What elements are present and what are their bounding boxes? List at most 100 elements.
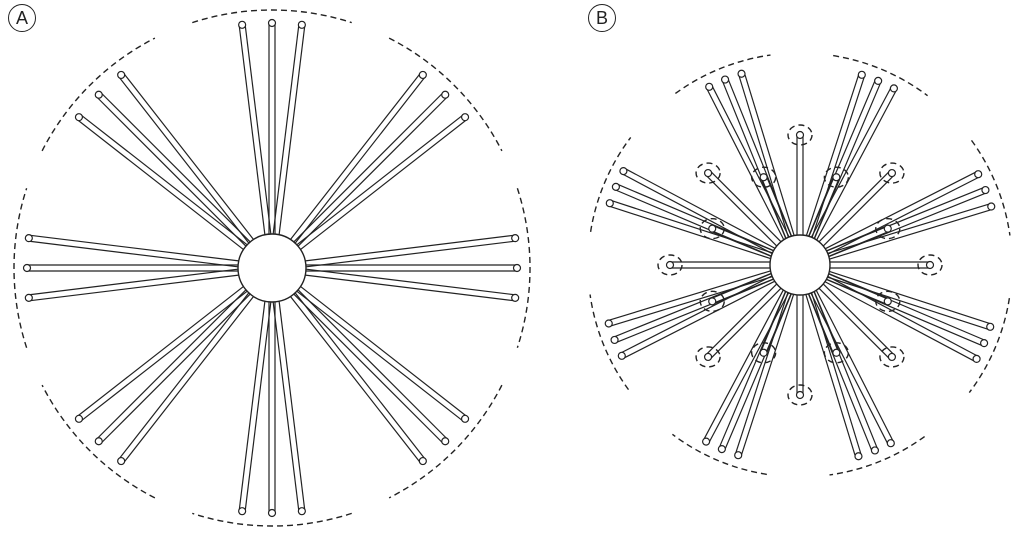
- single-tube: [705, 174, 778, 247]
- bundle-boundary: [970, 139, 1011, 236]
- tube: [306, 240, 516, 268]
- tube: [825, 170, 978, 250]
- tube: [805, 73, 860, 236]
- single-tube: [822, 174, 895, 247]
- single-tube-end: [759, 173, 768, 182]
- tube: [118, 292, 250, 460]
- tube: [244, 302, 272, 512]
- tube-end: [702, 437, 711, 446]
- tube: [829, 270, 992, 325]
- tube: [711, 85, 790, 238]
- tube: [29, 234, 239, 262]
- tube: [810, 86, 892, 238]
- tube-end: [512, 263, 522, 273]
- tube-end: [460, 414, 470, 423]
- tube-end: [987, 202, 996, 211]
- tube-end: [889, 84, 898, 93]
- single-boundary: [787, 384, 813, 406]
- single-tube-end: [883, 224, 892, 233]
- bundle-boundary: [41, 384, 156, 499]
- single-boundary: [657, 254, 683, 276]
- tube: [76, 286, 244, 417]
- tube: [294, 292, 426, 460]
- tube-end: [737, 69, 746, 78]
- tube-end: [720, 75, 730, 84]
- single-tube: [713, 225, 774, 252]
- single-tube-end: [887, 352, 897, 362]
- panel-b-diagram: [589, 54, 1011, 476]
- single-tube: [826, 278, 887, 305]
- tube-end: [617, 351, 626, 360]
- tube: [306, 268, 516, 296]
- tube: [296, 114, 464, 246]
- single-tube-end: [887, 168, 897, 178]
- single-tube: [709, 170, 782, 243]
- tube: [293, 92, 444, 243]
- tube-end: [441, 437, 450, 446]
- single-boundary: [750, 342, 777, 364]
- tube: [300, 286, 468, 417]
- tube-end: [886, 439, 895, 448]
- tube: [620, 275, 773, 354]
- single-tube-end: [703, 168, 713, 178]
- tube-end: [297, 20, 306, 29]
- tube-end: [974, 170, 983, 179]
- tube: [290, 296, 421, 464]
- single-boundary: [699, 217, 725, 240]
- tube-end: [297, 507, 306, 516]
- bundle-boundary: [192, 9, 352, 24]
- tube-end: [857, 70, 866, 79]
- tube: [294, 76, 426, 244]
- tube-end: [460, 113, 470, 122]
- tube: [610, 199, 773, 254]
- tube-end: [870, 446, 880, 455]
- bundle-boundary: [192, 512, 352, 527]
- tube-end: [874, 76, 883, 85]
- bundle-boundary: [388, 384, 503, 499]
- single-boundary: [875, 290, 901, 313]
- tube: [624, 167, 776, 249]
- bundle-boundary: [388, 37, 503, 152]
- tube-end: [619, 167, 628, 176]
- single-boundary: [879, 162, 905, 184]
- tube: [829, 208, 993, 260]
- tube: [811, 292, 862, 456]
- single-tube: [765, 293, 792, 355]
- single-tube: [822, 283, 895, 356]
- tube-end: [418, 70, 427, 80]
- single-tube-end: [703, 352, 713, 362]
- single-tube: [760, 291, 787, 352]
- single-tube: [813, 291, 840, 352]
- tube-end: [238, 20, 247, 29]
- single-tube: [713, 278, 774, 305]
- tube-end: [604, 319, 613, 328]
- tube-end: [238, 507, 247, 516]
- bundle-boundary: [41, 37, 156, 152]
- single-tube: [813, 178, 840, 239]
- tube: [297, 96, 448, 247]
- tube: [810, 292, 889, 445]
- tube: [244, 24, 272, 234]
- tube: [815, 290, 895, 443]
- tube-end: [972, 354, 981, 363]
- tube-end: [980, 339, 989, 348]
- tube: [827, 275, 979, 357]
- panel-b-label: B: [588, 4, 616, 32]
- single-boundary: [695, 346, 721, 368]
- tube-end: [734, 451, 743, 460]
- bundle-boundary: [671, 433, 767, 476]
- tube: [100, 92, 251, 243]
- single-tube: [818, 170, 891, 243]
- tube: [278, 25, 306, 235]
- single-boundary: [875, 217, 901, 240]
- tube-end: [117, 70, 126, 80]
- single-tube-end: [795, 130, 805, 140]
- panel-a-diagram: [13, 9, 531, 527]
- tube: [123, 296, 254, 464]
- tube-end: [854, 452, 863, 461]
- tube: [118, 76, 250, 244]
- tube: [238, 301, 266, 511]
- tube: [272, 24, 300, 234]
- tube: [609, 276, 773, 327]
- tube-end: [74, 414, 84, 423]
